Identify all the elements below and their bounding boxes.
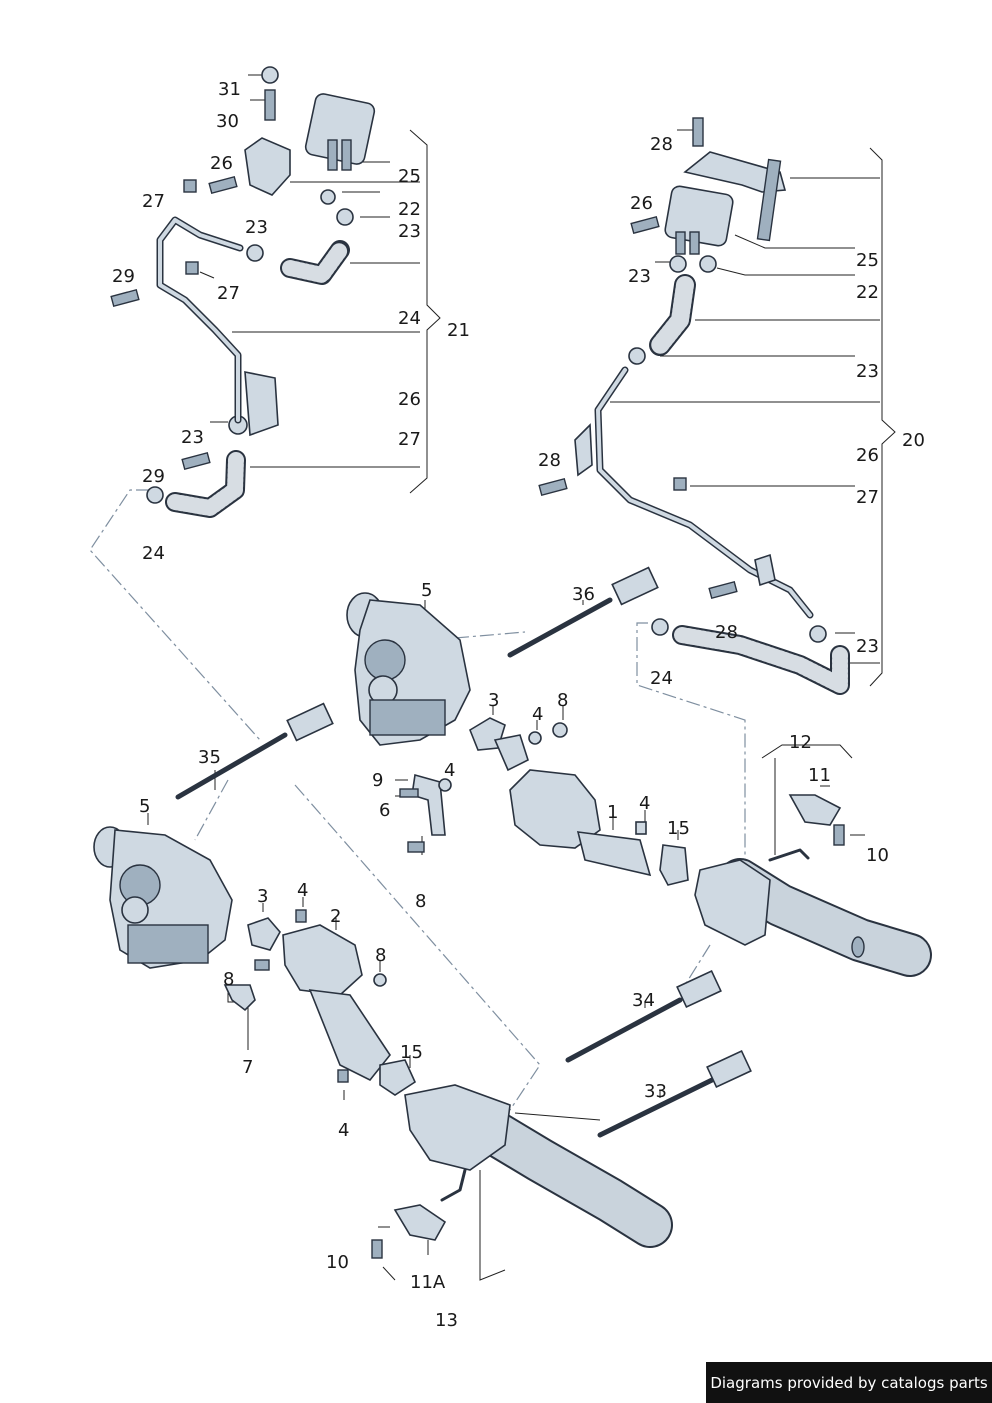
label-29: 29 — [142, 466, 165, 487]
label-28: 28 — [650, 134, 673, 155]
label-7: 7 — [242, 1057, 253, 1078]
label-2: 2 — [330, 906, 341, 927]
label-13: 13 — [435, 1310, 458, 1331]
label-6: 6 — [379, 800, 390, 821]
label-1: 1 — [607, 802, 618, 823]
connection-lines — [89, 489, 746, 1111]
label-23: 23 — [628, 266, 651, 287]
label-24: 24 — [650, 668, 673, 689]
label-35: 35 — [198, 747, 221, 768]
label-30: 30 — [216, 111, 239, 132]
label-26: 26 — [630, 193, 653, 214]
label-27: 27 — [142, 191, 165, 212]
label-4: 4 — [532, 704, 543, 725]
label-28: 28 — [715, 622, 738, 643]
group-21-vacuum-line — [110, 66, 441, 518]
label-4: 4 — [338, 1120, 349, 1141]
label-28: 28 — [538, 450, 561, 471]
label-3: 3 — [488, 690, 499, 711]
label-23: 23 — [181, 427, 204, 448]
label-27: 27 — [856, 487, 879, 508]
label-4: 4 — [639, 793, 650, 814]
label-3: 3 — [257, 886, 268, 907]
label-21: 21 — [447, 320, 470, 341]
label-4: 4 — [297, 880, 308, 901]
label-26: 26 — [398, 389, 421, 410]
part-labels: 31 30 26 25 27 22 23 23 29 27 24 21 26 2… — [112, 79, 925, 1331]
label-36: 36 — [572, 584, 595, 605]
label-31: 31 — [218, 79, 241, 100]
label-10: 10 — [866, 845, 889, 866]
label-26: 26 — [856, 445, 879, 466]
label-27: 27 — [398, 429, 421, 450]
credit-banner: Diagrams provided by catalogs parts — [706, 1362, 992, 1403]
label-33: 33 — [644, 1081, 667, 1102]
label-5: 5 — [139, 796, 150, 817]
label-11A: 11A — [410, 1272, 446, 1293]
label-12: 12 — [789, 732, 812, 753]
label-23: 23 — [856, 636, 879, 657]
label-9: 9 — [372, 770, 383, 791]
lower-turbo-assembly — [93, 702, 752, 1281]
label-15: 15 — [400, 1042, 423, 1063]
label-5: 5 — [421, 580, 432, 601]
label-22: 22 — [398, 199, 421, 220]
label-29: 29 — [112, 266, 135, 287]
label-23: 23 — [398, 221, 421, 242]
label-23: 23 — [856, 361, 879, 382]
group-20-vacuum-line — [538, 117, 896, 695]
label-10: 10 — [326, 1252, 349, 1273]
label-22: 22 — [856, 282, 879, 303]
label-11: 11 — [808, 765, 831, 786]
label-24: 24 — [142, 543, 165, 564]
label-8: 8 — [415, 891, 426, 912]
upper-turbo-assembly — [346, 566, 689, 886]
label-34: 34 — [632, 990, 655, 1011]
label-8: 8 — [557, 690, 568, 711]
label-25: 25 — [398, 166, 421, 187]
label-26: 26 — [210, 153, 233, 174]
label-8: 8 — [223, 969, 234, 990]
label-20: 20 — [902, 430, 925, 451]
label-4: 4 — [444, 760, 455, 781]
label-25: 25 — [856, 250, 879, 271]
label-23: 23 — [245, 217, 268, 238]
label-27: 27 — [217, 283, 240, 304]
label-8: 8 — [375, 945, 386, 966]
front-pipe-12 — [694, 744, 932, 977]
label-15: 15 — [667, 818, 690, 839]
label-24: 24 — [398, 308, 421, 329]
